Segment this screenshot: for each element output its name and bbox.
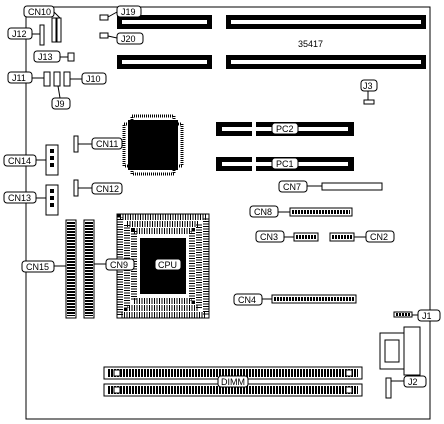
svg-text:DIMM: DIMM <box>221 377 245 387</box>
svg-text:CN2: CN2 <box>370 232 388 242</box>
svg-text:CN14: CN14 <box>8 156 31 166</box>
dimm-slot-2 <box>103 383 363 397</box>
svg-text:CN4: CN4 <box>238 295 256 305</box>
label-j20: J20 <box>116 32 144 45</box>
label-j3: J3 <box>360 79 378 92</box>
svg-text:CN8: CN8 <box>254 207 272 217</box>
label-cn4: CN4 <box>233 293 263 306</box>
label-j2: J2 <box>403 375 427 388</box>
svg-text:CN7: CN7 <box>283 182 301 192</box>
svg-text:CN15: CN15 <box>26 262 49 272</box>
svg-text:J11: J11 <box>12 73 26 83</box>
label-cn12: CN12 <box>91 182 123 195</box>
label-pc1: PC1 <box>271 157 299 170</box>
svg-text:CPU: CPU <box>158 260 177 270</box>
label-cn3: CN3 <box>255 230 285 243</box>
label-j19: J19 <box>116 5 142 18</box>
label-cn8: CN8 <box>249 205 279 218</box>
cn15-header <box>65 219 77 319</box>
svg-text:J2: J2 <box>408 377 418 387</box>
label-j10: J10 <box>81 72 107 85</box>
svg-text:J1: J1 <box>422 311 432 321</box>
label-j1: J1 <box>417 309 441 322</box>
svg-text:CN9: CN9 <box>110 260 128 270</box>
isa-slot-2 <box>226 15 426 29</box>
label-dimm: DIMM <box>217 375 249 388</box>
isa-slot-1 <box>117 15 212 29</box>
silkscreen-35417: 35417 <box>298 39 323 49</box>
svg-text:J12: J12 <box>12 29 27 39</box>
label-j12: J12 <box>7 27 33 40</box>
din-connector <box>379 326 421 376</box>
label-cn11: CN11 <box>91 137 123 150</box>
label-j11: J11 <box>7 71 33 84</box>
dimm-slot-1 <box>103 366 363 380</box>
cn9-header <box>83 219 95 319</box>
label-cn10: CN10 <box>23 5 55 18</box>
isa-slot-4 <box>226 55 426 69</box>
svg-text:J3: J3 <box>363 81 373 91</box>
label-cn13: CN13 <box>3 191 37 204</box>
svg-text:CN3: CN3 <box>260 232 278 242</box>
label-cn7: CN7 <box>278 180 308 193</box>
label-cpu: CPU <box>154 258 182 271</box>
label-pc2: PC2 <box>271 122 299 135</box>
chipset <box>122 114 184 176</box>
label-cn9: CN9 <box>105 258 135 271</box>
label-j13: J13 <box>33 50 61 63</box>
label-j9: J9 <box>51 97 71 110</box>
label-cn15: CN15 <box>21 260 55 273</box>
svg-text:J19: J19 <box>121 7 136 17</box>
svg-text:J10: J10 <box>86 74 101 84</box>
svg-text:CN13: CN13 <box>8 193 31 203</box>
svg-text:J13: J13 <box>38 52 53 62</box>
isa-slot-3 <box>117 55 212 69</box>
label-cn2: CN2 <box>365 230 395 243</box>
label-cn14: CN14 <box>3 154 37 167</box>
svg-text:PC2: PC2 <box>276 124 294 134</box>
svg-text:CN12: CN12 <box>96 184 119 194</box>
svg-text:PC1: PC1 <box>276 159 294 169</box>
svg-text:J20: J20 <box>121 34 136 44</box>
svg-text:J9: J9 <box>55 99 65 109</box>
svg-text:CN11: CN11 <box>96 139 118 149</box>
svg-text:CN10: CN10 <box>28 7 51 17</box>
